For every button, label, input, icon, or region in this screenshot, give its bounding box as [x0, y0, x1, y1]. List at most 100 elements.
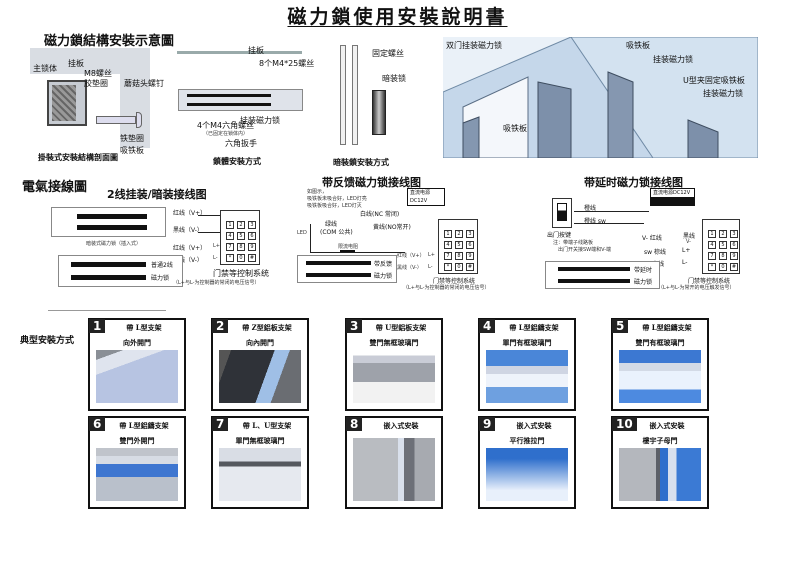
card-title-line2: 雙門無框玻璃門 — [369, 338, 419, 347]
keypad-key: 6 — [466, 241, 474, 249]
mushroom-bolt — [96, 116, 136, 124]
keypad-key: 6 — [248, 232, 256, 240]
card-title-line1: 嵌入式安裝 — [383, 421, 419, 430]
exit-button-label: 出门按键 — [547, 232, 572, 239]
section-divider — [48, 310, 166, 311]
hatched-core — [52, 85, 76, 121]
concealed-diagram: 固定螺丝 暗装锁 — [330, 40, 430, 155]
coil-bar — [71, 275, 146, 280]
lock-label-line2: 磁力锁 — [634, 279, 653, 286]
keypad-key: # — [730, 263, 738, 271]
lock-label-line1: 带延时 — [634, 267, 653, 274]
card-illustration — [219, 448, 301, 501]
label-hung-lock-2: 挂装磁力锁 — [703, 89, 743, 98]
black-wire-label: 黑线（V-） — [397, 265, 422, 271]
card-number: 7 — [212, 417, 229, 431]
card-title-line2: 單門無框玻璃門 — [235, 436, 285, 445]
delay-lock: 带延时 磁力锁 — [545, 261, 660, 289]
coil-bar — [77, 225, 147, 230]
standard-2wire-lock: 普通2线 磁力锁 — [58, 255, 183, 287]
surface-mount-diagram: 挂板 8个M4*25螺丝 挂装磁力锁 4个M4六角螺丝 （已固定在锁体内） 六角… — [175, 45, 314, 155]
keypad-key: * — [226, 254, 234, 262]
white-wire-label: 白线(NC 常闭) — [360, 211, 400, 218]
card-title-line2: 樓宇子母門 — [642, 436, 678, 445]
card-title-line1: 帶 L型鋁鑄支架 — [509, 323, 559, 332]
typical-heading: 典型安裝方式 — [20, 336, 75, 346]
label-double-door-lock: 双门挂装磁力锁 — [446, 41, 502, 50]
coil-bar — [558, 267, 630, 271]
concealed-lock-body — [372, 90, 386, 135]
note-line: 如图示， — [307, 189, 328, 195]
psu-label: 直流电源DC12V — [650, 188, 695, 198]
l-plus-label: L+ — [213, 243, 220, 249]
label-hex-key: 六角扳手 — [225, 139, 257, 148]
lock-label-line1: 带反馈 — [374, 261, 393, 268]
label-armature: 吸铁板 — [120, 146, 144, 155]
access-system-label: 门禁等控制系统 — [688, 278, 731, 285]
cross-section-diagram: 主锁体 挂板 M8螺丝 胶垫圈 蘑菇头螺钉 铁垫圈 吸铁板 — [30, 48, 170, 163]
keypad-key: * — [708, 263, 716, 271]
keypad-key: 4 — [708, 241, 716, 249]
v-minus-label: V- — [686, 239, 691, 245]
resistor — [340, 250, 355, 253]
keypad-key: 7 — [708, 252, 716, 260]
keypad-key: 4 — [226, 232, 234, 240]
keypad-key: 8 — [237, 243, 245, 251]
keypad-key: 3 — [466, 230, 474, 238]
psu-dc12v: 直流电源DC12V — [650, 188, 695, 206]
card-illustration — [219, 350, 301, 403]
access-note: （L+与L-为常开的电压触发信号） — [658, 285, 735, 291]
diagram2-title: 带反馈磁力锁接线图 — [322, 176, 421, 189]
black-wire-label-2: 黑线（V-） — [173, 257, 203, 264]
card-number: 1 — [89, 319, 106, 333]
surface-mount-caption: 鎖體安裝方式 — [213, 157, 261, 166]
keypad-key: 1 — [444, 230, 452, 238]
l-minus-label: L- — [428, 264, 433, 270]
label-fix-screw: 固定螺丝 — [372, 49, 404, 58]
keypad-key: 5 — [455, 241, 463, 249]
concealed-caption: 暗裝鎖安裝方式 — [333, 158, 389, 167]
card-title-line2: 雙門有框玻璃門 — [635, 338, 685, 347]
lock-label-line2: 磁力锁 — [151, 275, 170, 282]
card-illustration — [96, 448, 178, 501]
label-u-clamp: U型夹固定吸铁板 — [683, 76, 745, 85]
l-minus-label: L- — [682, 259, 688, 266]
label-hung-lock-1: 挂装磁力锁 — [653, 55, 693, 64]
label-mount-plate-2: 挂板 — [248, 46, 264, 55]
coil-bar — [187, 94, 271, 97]
card-illustration — [486, 350, 568, 403]
led-label: LED — [297, 230, 307, 236]
cross-section-caption: 掛裝式安裝結構剖面圖 — [38, 153, 118, 162]
red-wire-label: 红线（V+） — [397, 253, 425, 259]
embedded-lock-label: 暗装式磁力锁（插入式） — [86, 241, 142, 247]
label-armature-1: 吸铁板 — [503, 124, 527, 133]
card-illustration — [486, 448, 568, 501]
l-plus-label: L+ — [428, 252, 435, 258]
door-leaf-4 — [687, 119, 719, 158]
card-illustration — [619, 350, 701, 403]
keypad-key: 2 — [719, 230, 727, 238]
card-number: 5 — [612, 319, 629, 333]
access-note: （L+与L-为控制器的常闭的电压信号） — [173, 280, 260, 286]
card-title-line1: 帶 L型支架 — [126, 323, 162, 332]
com-label: (COM 公共) — [320, 229, 353, 236]
exit-button-box — [552, 198, 572, 228]
keypad-key: 1 — [226, 221, 234, 229]
coil-bar — [71, 262, 146, 267]
exit-button-icon — [557, 203, 567, 221]
wire — [310, 224, 311, 252]
label-main-body: 主锁体 — [33, 64, 57, 73]
coil-bar — [77, 214, 147, 219]
wire — [198, 215, 223, 216]
keypad-key: 6 — [730, 241, 738, 249]
red-wire-label: V- 红线 — [642, 235, 662, 242]
card-title-line2: 平行推拉門 — [509, 436, 545, 445]
black-wire-label: 黑线（V-） — [173, 227, 203, 234]
psu-dc12v: 直流电源DC12V — [407, 188, 445, 206]
coil-bar — [558, 279, 630, 283]
door-leaf-1 — [462, 116, 480, 158]
card-number: 3 — [346, 319, 363, 333]
